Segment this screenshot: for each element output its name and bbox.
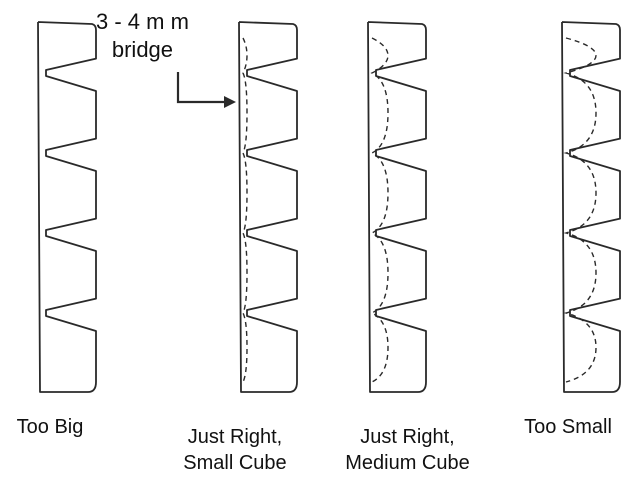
bridge-annotation-line1: 3 - 4 m m <box>96 9 189 34</box>
profile-too-small <box>561 21 621 393</box>
label-just-right-small: Just Right, Small Cube <box>150 424 320 476</box>
label-too-small-line1: Too Small <box>524 416 612 438</box>
label-too-big-line1: Too Big <box>16 416 84 438</box>
label-just-right-small-line2: Small Cube <box>183 452 287 474</box>
profile-outline <box>367 21 427 393</box>
profile-outline <box>561 21 621 393</box>
bridge-annotation: 3 - 4 m m bridge <box>96 8 189 64</box>
cut-depth-dashed-line <box>242 37 248 383</box>
label-just-right-small-line1: Just Right, <box>187 426 283 448</box>
bridge-arrow <box>176 72 236 108</box>
label-too-small: Too Small <box>505 414 631 440</box>
profile-just-right-medium-cube <box>367 21 427 393</box>
label-just-right-medium-line2: Medium Cube <box>345 452 470 474</box>
profile-outline <box>238 21 298 393</box>
label-just-right-medium: Just Right, Medium Cube <box>320 424 495 476</box>
profile-outline <box>37 21 97 393</box>
profile-too-big <box>37 21 97 393</box>
label-just-right-medium-line1: Just Right, <box>360 426 455 448</box>
cut-depth-dashed-line <box>370 37 389 383</box>
label-too-big: Too Big <box>0 414 100 440</box>
cut-depth-dashed-line <box>563 37 597 383</box>
bridge-annotation-line2: bridge <box>111 37 174 62</box>
profile-just-right-small-cube <box>238 21 298 393</box>
